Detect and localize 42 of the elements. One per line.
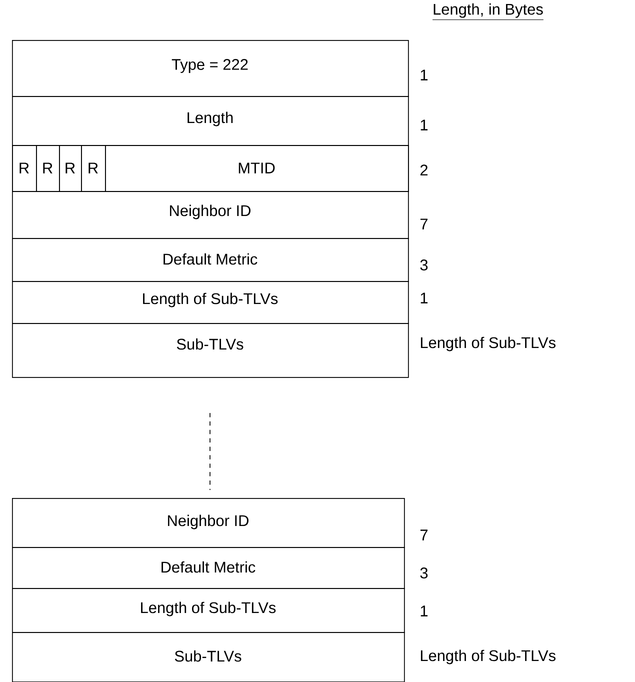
field-row-box bbox=[12, 547, 405, 589]
field-label: R bbox=[20, 162, 29, 174]
bit-field-cell bbox=[59, 145, 82, 192]
byte-length: 2 bbox=[420, 164, 428, 176]
field-label: Sub-TLVs bbox=[176, 338, 244, 350]
field-label: Length of Sub-TLVs bbox=[141, 602, 276, 616]
field-row-box bbox=[12, 96, 409, 146]
field-label: Type = 222 bbox=[172, 59, 248, 73]
byte-length: 3 bbox=[420, 568, 428, 578]
field-label: Sub-TLVs bbox=[174, 650, 242, 662]
field-label: Length bbox=[188, 112, 233, 126]
byte-length: 7 bbox=[420, 218, 428, 230]
field-row-box bbox=[12, 281, 409, 324]
field-label: Neighbor ID bbox=[168, 514, 248, 530]
field-label: Length of Sub-TLVs bbox=[143, 292, 278, 308]
byte-length: 1 bbox=[420, 606, 428, 616]
field-row-box bbox=[12, 498, 405, 548]
field-row-box bbox=[12, 588, 405, 633]
bit-field-cell bbox=[36, 145, 60, 192]
field-label: R bbox=[88, 162, 98, 174]
byte-length: 7 bbox=[420, 530, 428, 540]
field-row-box bbox=[12, 323, 409, 378]
field-label: MTID bbox=[238, 162, 275, 174]
field-label: Neighbor ID bbox=[170, 204, 250, 220]
byte-length: 3 bbox=[420, 260, 428, 270]
field-label: Default Metric bbox=[162, 561, 256, 573]
field-row-box bbox=[12, 238, 409, 282]
bit-field-cell bbox=[81, 145, 106, 192]
column-heading: Length, in Bytes bbox=[432, 3, 544, 20]
bit-field-cell bbox=[12, 145, 37, 192]
byte-length: 1 bbox=[420, 120, 428, 130]
field-label: R bbox=[43, 162, 52, 174]
byte-length: 1 bbox=[420, 292, 428, 304]
field-row-box bbox=[12, 40, 409, 97]
field-label: Default Metric bbox=[164, 253, 258, 265]
field-row-box bbox=[12, 191, 409, 239]
field-label: R bbox=[66, 162, 75, 174]
field-row-box bbox=[12, 632, 405, 682]
byte-length: Length of Sub-TLVs bbox=[420, 650, 556, 664]
byte-length: 1 bbox=[420, 70, 428, 80]
bit-field-cell bbox=[105, 145, 409, 192]
byte-length: Length of Sub-TLVs bbox=[420, 336, 556, 352]
